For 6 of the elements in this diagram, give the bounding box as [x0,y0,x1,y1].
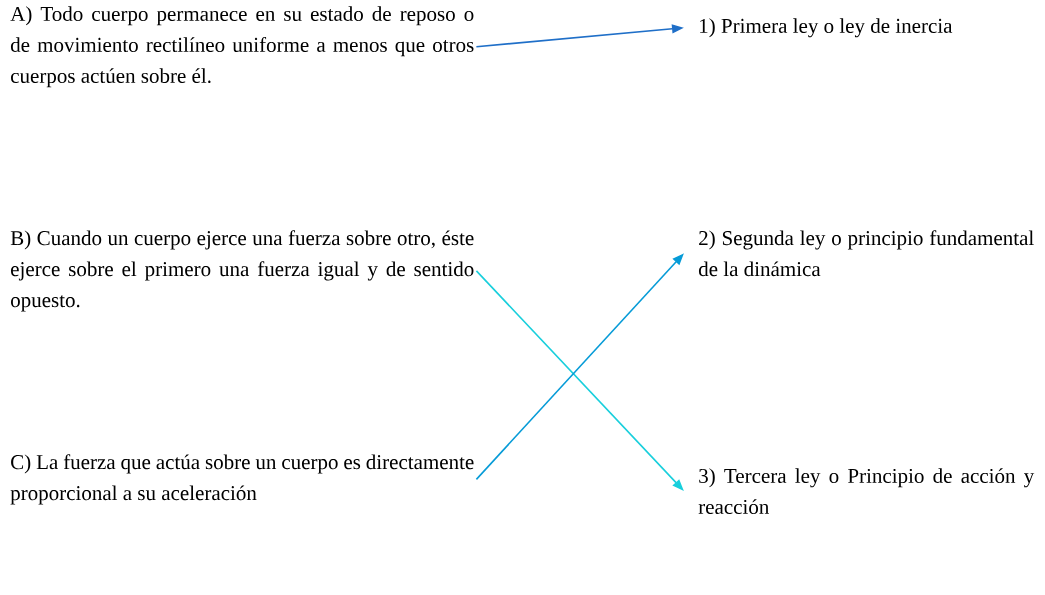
statement-text: 3) Tercera ley o Principio de acción y reacción [698,468,1035,514]
statement-text: A) Todo cuerpo permanece en su estado de reposo o de movimiento rectilíneo uniforme a menos que otros cuerpos actúen sobre él. [10,6,474,88]
statement-text: B) Cuando un cuerpo ejerce una fuerza sobre otro, éste ejerce sobre el primero una fuerza igual y de sentido opuesto. [10,230,474,312]
statement-text: C) La fuerza que actúa sobre un cuerpo es directamente proporcional a su aceleración [10,454,474,505]
statement-text: 2) Segunda ley o principio fundamental de la dinámica [698,230,1034,277]
statement-text: 1) Primera ley o ley de inercia [700,18,953,38]
